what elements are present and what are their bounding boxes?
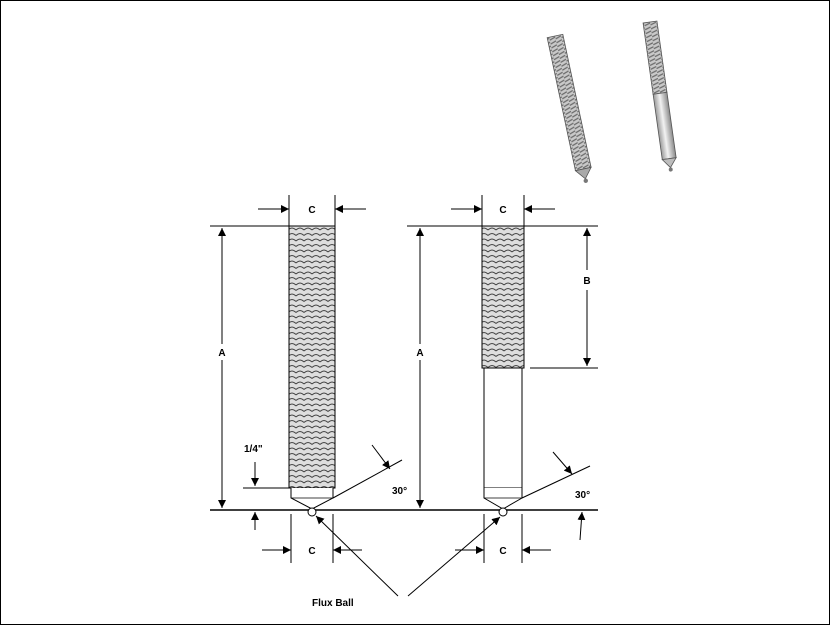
label-c-top-left: C: [308, 205, 315, 216]
dim-c-bottom-right: [455, 514, 551, 563]
label-c-top-right: C: [499, 205, 506, 216]
label-angle-left: 30°: [392, 486, 407, 497]
angle-right: [521, 451, 591, 541]
dim-b: [524, 225, 598, 369]
right-stud: [481, 225, 525, 517]
dim-quarter-inch: [243, 462, 291, 530]
left-stud: [288, 225, 336, 517]
stud-photo-partial-thread: [642, 20, 677, 172]
label-b: B: [583, 276, 590, 287]
label-a-right: A: [416, 348, 423, 359]
label-c-bottom-right: C: [499, 546, 506, 557]
flux-ball-right: [498, 507, 508, 517]
dim-c-top-left: [258, 195, 366, 226]
dim-c-top-right: [451, 195, 555, 226]
label-flux-ball: Flux Ball: [312, 598, 354, 609]
label-c-bottom-left: C: [308, 546, 315, 557]
label-a-left: A: [218, 348, 225, 359]
label-quarter-inch: 1/4": [244, 444, 263, 455]
stud-photo-threaded: [546, 33, 592, 183]
dim-a-left: [210, 225, 289, 508]
flux-ball-leaders: [315, 515, 501, 597]
flux-ball-left: [307, 507, 317, 517]
angle-left: [332, 444, 403, 499]
dim-a-right: [407, 225, 482, 508]
dim-c-bottom-left: [262, 514, 362, 563]
label-angle-right: 30°: [575, 490, 590, 501]
